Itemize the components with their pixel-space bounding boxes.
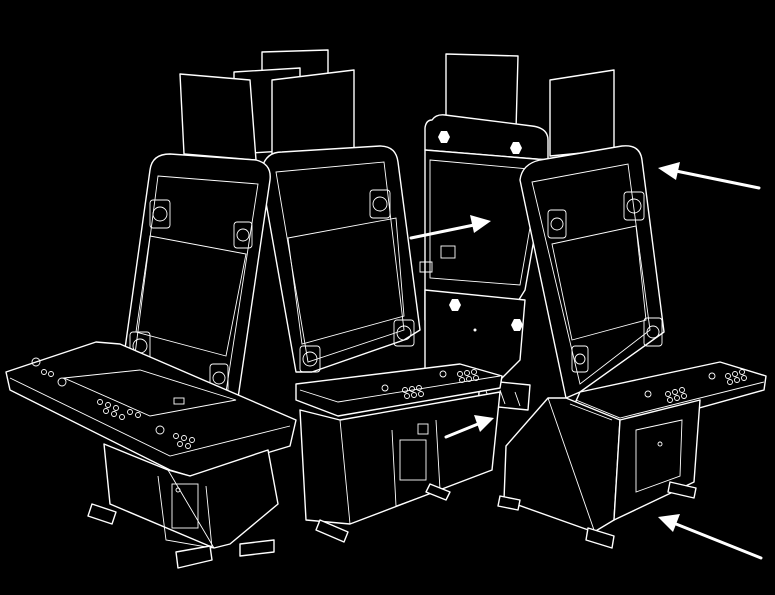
rear-speaker-hole-lower-right <box>511 319 523 331</box>
middle-cabinet-control-panel <box>295 363 503 417</box>
middle-cabinet <box>233 49 503 543</box>
arrow-rear-panel <box>409 215 491 240</box>
left-cabinet-joysticks <box>31 357 165 435</box>
left-cabinet <box>5 73 297 569</box>
rear-speaker-hole-right <box>510 142 522 154</box>
left-cabinet-base <box>103 443 279 549</box>
right-cabinet-foot <box>585 527 615 549</box>
middle-cabinet-top-sign <box>271 69 355 161</box>
middle-cabinet-frame <box>261 145 421 373</box>
back-cabinet-lower-rear <box>424 289 526 381</box>
arrow-bottom-right <box>658 514 763 560</box>
arrow-base-link <box>444 415 494 439</box>
left-cabinet-top-sign <box>179 73 257 161</box>
rear-speaker-hole-left <box>438 131 450 143</box>
rear-speaker-hole-lower-left <box>449 299 461 311</box>
left-cabinet-buttons <box>41 369 195 449</box>
right-cabinet-base-side <box>613 399 701 521</box>
left-cabinet-screen <box>135 235 247 357</box>
right-cabinet-buttons <box>665 369 747 403</box>
left-cabinet-foot <box>87 503 117 525</box>
right-cabinet-base-front <box>503 397 621 533</box>
middle-cabinet-buttons <box>402 369 479 399</box>
right-cabinet-top-sign <box>549 69 615 157</box>
left-cabinet-frame <box>121 153 271 403</box>
middle-cabinet-screen <box>287 217 405 345</box>
right-cabinet-screen <box>551 225 647 341</box>
left-cabinet-foot-front <box>175 545 213 569</box>
right-cabinet <box>497 69 767 549</box>
arrow-top-right <box>658 162 761 190</box>
